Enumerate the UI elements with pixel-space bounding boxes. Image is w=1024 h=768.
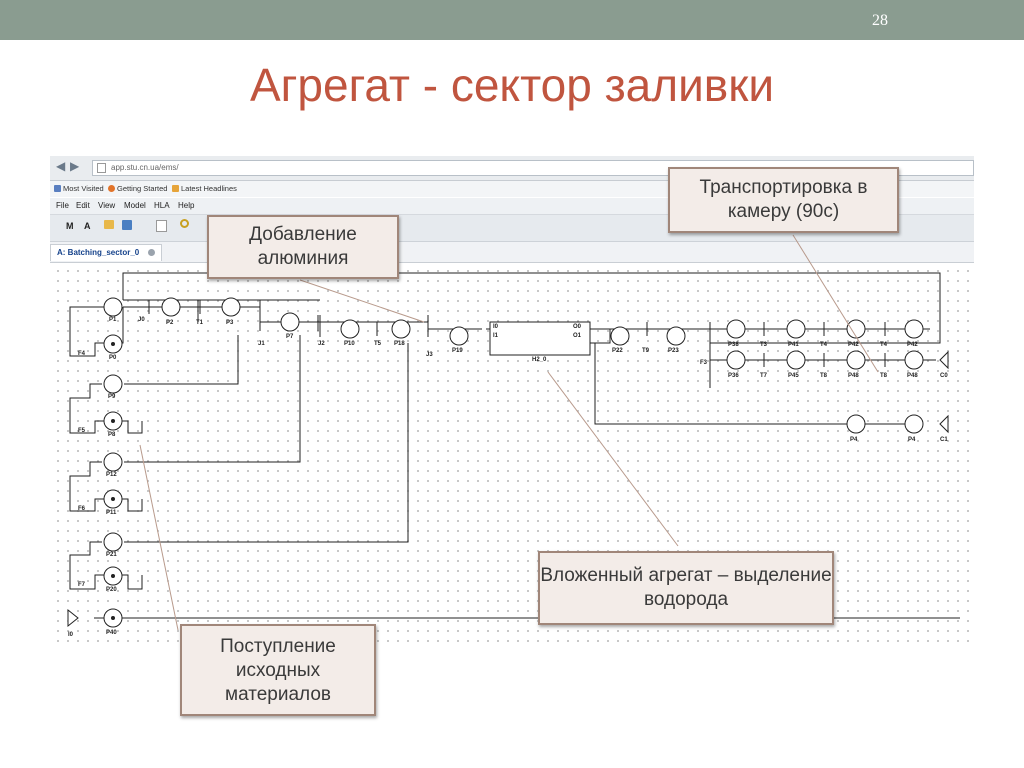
node-label: F4 [78, 351, 86, 357]
node-label: C1 [940, 437, 948, 443]
node-label: P48 [907, 373, 918, 379]
node-label: I0 [493, 324, 499, 330]
node-label: O0 [573, 324, 582, 330]
node-label: P0 [109, 355, 117, 361]
node-label: P1 [109, 317, 117, 323]
node-label: P9 [108, 394, 116, 400]
menu-edit[interactable]: Edit [76, 201, 90, 210]
node-label: P3 [226, 320, 234, 326]
node-label: F7 [78, 582, 86, 588]
bookmark-icon [54, 185, 61, 192]
node-label: I0 [68, 632, 74, 638]
node-label: P42 [848, 342, 859, 348]
node-label: P12 [106, 472, 117, 478]
node-label: P48 [848, 373, 859, 379]
zoom-icon[interactable] [180, 219, 189, 228]
node-label: P23 [668, 348, 679, 354]
node-label: P2 [166, 320, 174, 326]
callout-nested-aggregate: Вложенный агрегат – выделение водорода [538, 551, 834, 625]
node-label: T5 [374, 341, 382, 347]
open-folder-icon[interactable] [104, 220, 114, 229]
node-label: T1 [196, 320, 204, 326]
slide-top-bar: 28 [0, 0, 1024, 40]
callout-aluminum: Добавление алюминия [207, 215, 399, 279]
bookmark-most-visited[interactable]: Most Visited [54, 184, 104, 193]
close-icon[interactable] [148, 249, 155, 256]
node-label: J2 [318, 341, 325, 347]
node-label: P4 [850, 437, 858, 443]
node-label: J0 [138, 317, 145, 323]
node-label: P4 [908, 437, 916, 443]
node-label: P45 [788, 373, 799, 379]
node-label: O1 [573, 333, 582, 339]
node-label: F3 [700, 360, 708, 366]
nested-aggregate-label: H2_0 [532, 357, 547, 363]
node-label: P11 [106, 510, 117, 516]
menu-file[interactable]: File [56, 201, 69, 210]
menu-view[interactable]: View [98, 201, 116, 210]
node-label: J1 [258, 341, 265, 347]
tab-batching-sector[interactable]: A: Batching_sector_0 [50, 244, 162, 261]
bookmark-latest-headlines[interactable]: Latest Headlines [172, 184, 237, 193]
url-text: app.stu.cn.ua/ems/ [111, 163, 179, 172]
node-label: P36 [728, 373, 739, 379]
callout-materials: Поступление исходных материалов [180, 624, 376, 716]
node-label: P20 [106, 587, 117, 593]
node-label: P7 [286, 334, 294, 340]
firefox-icon [108, 185, 115, 192]
slide-title: Агрегат - сектор заливки [249, 59, 775, 111]
menu-hla[interactable]: HLA [154, 201, 170, 210]
node-label: P22 [612, 348, 623, 354]
node-label: P18 [394, 341, 405, 347]
node-label: F6 [78, 506, 86, 512]
slide-number: 28 [872, 12, 888, 29]
forward-icon[interactable]: ▶ [70, 159, 80, 173]
node-label: C0 [940, 373, 948, 379]
node-label: P38 [728, 342, 739, 348]
bookmark-getting-started[interactable]: Getting Started [108, 184, 167, 193]
save-icon[interactable] [122, 220, 132, 230]
toolbar-a-button[interactable]: A [84, 221, 91, 231]
node-label: T3 [760, 342, 768, 348]
model-canvas[interactable]: P1 J0 P2 T1 P3 F4 P0 J1 P7 J2 P10 T5 P18… [50, 263, 974, 650]
menu-model[interactable]: Model [124, 201, 146, 210]
back-icon[interactable]: ◀ [56, 159, 66, 173]
node-label: P8 [108, 432, 116, 438]
node-label: I1 [493, 333, 499, 339]
node-label: P41 [788, 342, 799, 348]
browser-screenshot: ◀ ▶ app.stu.cn.ua/ems/ Most Visited Gett… [50, 156, 974, 650]
node-label: T4 [880, 342, 888, 348]
node-label: T8 [820, 373, 828, 379]
document-icon[interactable] [156, 220, 167, 232]
rss-icon [172, 185, 179, 192]
node-label: T8 [880, 373, 888, 379]
node-label: T7 [760, 373, 768, 379]
node-label: T9 [642, 348, 650, 354]
callout-transport: Транспортировка в камеру (90с) [668, 167, 899, 233]
node-label: P21 [106, 552, 117, 558]
node-label: J3 [426, 352, 433, 358]
page-icon [97, 163, 106, 173]
node-label: F5 [78, 428, 86, 434]
node-label: P40 [106, 630, 117, 636]
node-label: T4 [820, 342, 828, 348]
menu-help[interactable]: Help [178, 201, 195, 210]
petri-net-diagram [67, 272, 960, 628]
node-label: P42 [907, 342, 918, 348]
toolbar-m-button[interactable]: M [66, 221, 74, 231]
node-label: P19 [452, 348, 463, 354]
node-label: P10 [344, 341, 355, 347]
